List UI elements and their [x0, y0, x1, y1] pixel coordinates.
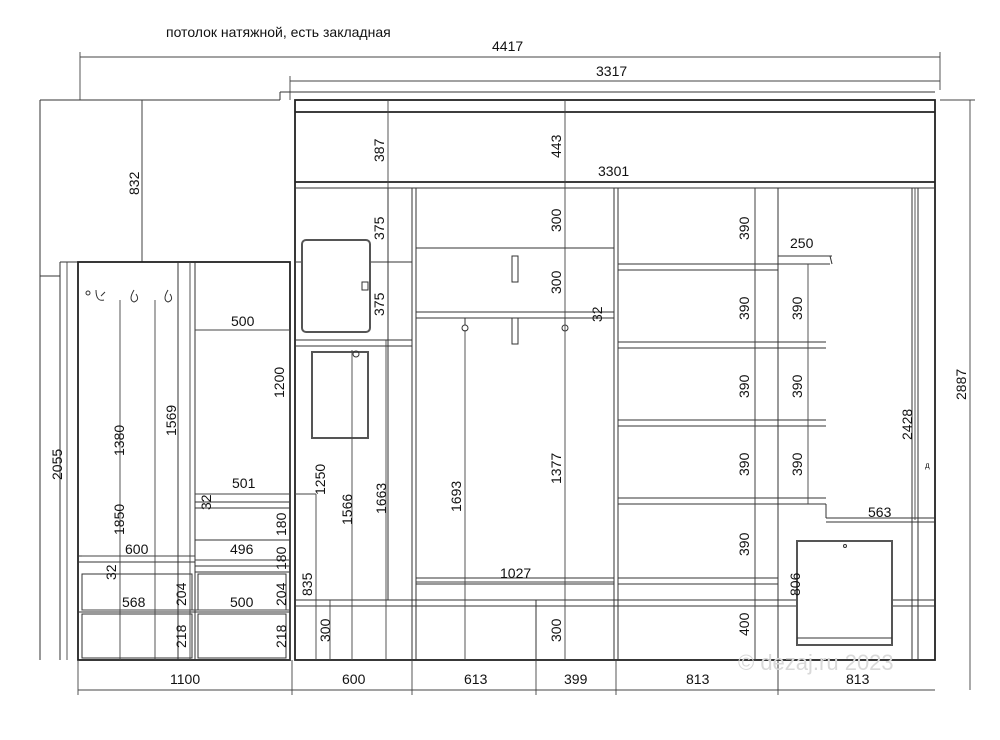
- dim-204b: 204: [273, 582, 289, 606]
- dim-1027: 1027: [500, 565, 531, 581]
- dim-400: 400: [736, 612, 752, 636]
- dim-1850: 1850: [111, 504, 127, 535]
- dim-375a: 375: [371, 216, 387, 240]
- mezz-dim-lines: [387, 100, 566, 660]
- dim-563: 563: [868, 504, 892, 520]
- dim-1663: 1663: [373, 483, 389, 514]
- dim-375b: 375: [371, 292, 387, 316]
- dim-2428: 2428: [899, 409, 915, 440]
- dim-218b: 218: [273, 624, 289, 648]
- dim-501: 501: [232, 475, 256, 491]
- dim-bottom-813a: 813: [686, 671, 710, 687]
- dim-300c: 300: [317, 618, 333, 642]
- dim-300d: 300: [548, 618, 564, 642]
- cabinet-box: [311, 351, 369, 439]
- coat-hook-icon: [85, 289, 173, 303]
- socket-mark: д: [925, 461, 930, 470]
- dim-390-2: 390: [736, 296, 752, 320]
- dim-390-4: 390: [736, 452, 752, 476]
- dim-total-width: 4417: [492, 38, 523, 54]
- dim-bottom-1100: 1100: [170, 671, 200, 687]
- bottom-dimension-lines: [77, 660, 935, 695]
- knob-icon: [352, 350, 360, 358]
- dim-568: 568: [122, 594, 146, 610]
- dim-806: 806: [787, 572, 803, 596]
- dim-387: 387: [371, 138, 387, 162]
- hanger-hook-icon: [461, 318, 569, 332]
- dim-1693: 1693: [448, 481, 464, 512]
- corner-shelves: [778, 255, 935, 523]
- dim-1569: 1569: [163, 405, 179, 436]
- dim-left-height: 2055: [49, 449, 65, 480]
- dim-1200: 1200: [271, 367, 287, 398]
- dim-180b: 180: [273, 546, 289, 570]
- dim-bottom-813b: 813: [846, 671, 870, 687]
- dim-upper-width: 3317: [596, 63, 627, 79]
- dim-390-r1: 390: [789, 296, 805, 320]
- dim-390-1: 390: [736, 216, 752, 240]
- dim-1250: 1250: [312, 464, 328, 495]
- dim-204a: 204: [173, 582, 189, 606]
- dim-250: 250: [790, 235, 814, 251]
- middle-section: [416, 247, 614, 585]
- small-label-icon: [361, 281, 369, 291]
- indicator-icon: [843, 544, 847, 548]
- dim-1380: 1380: [111, 425, 127, 456]
- dim-inner-width: 3301: [598, 163, 629, 179]
- wardrobe-frame: [294, 99, 936, 690]
- dim-right-height: 2887: [953, 369, 969, 400]
- dim-835: 835: [299, 572, 315, 596]
- dim-bottom-613: 613: [464, 671, 488, 687]
- dim-1377: 1377: [548, 453, 564, 484]
- dim-300a: 300: [548, 208, 564, 232]
- appliance-box: [796, 540, 893, 646]
- dim-32c: 32: [103, 564, 119, 580]
- dim-32a: 32: [589, 306, 605, 322]
- dim-496: 496: [230, 541, 254, 557]
- left-col-dim-lines: [295, 330, 614, 660]
- dim-600a: 600: [125, 541, 149, 557]
- dim-443: 443: [548, 134, 564, 158]
- left-height-dim: [66, 100, 143, 660]
- watermark-text: © dezaj.ru 2023: [738, 650, 894, 675]
- dim-180a: 180: [273, 512, 289, 536]
- dim-390-3: 390: [736, 374, 752, 398]
- shelf-column-left: [618, 263, 778, 585]
- dim-bottom-399: 399: [564, 671, 588, 687]
- dim-1566: 1566: [339, 494, 355, 525]
- dim-bottom-600: 600: [342, 671, 366, 687]
- dim-300b: 300: [548, 270, 564, 294]
- hallway-dim-lines: [82, 262, 291, 660]
- dim-218a: 218: [173, 624, 189, 648]
- dim-390-r2: 390: [789, 374, 805, 398]
- dim-left-upper: 832: [126, 171, 142, 195]
- top-dimension-lines: [79, 52, 941, 189]
- right-dim-lines: [914, 99, 975, 690]
- dim-390-r3: 390: [789, 452, 805, 476]
- shelf-dim-line: [754, 188, 809, 660]
- microwave-box: [301, 239, 371, 333]
- dim-500a: 500: [231, 313, 255, 329]
- dim-390-5: 390: [736, 532, 752, 556]
- dim-32b: 32: [198, 494, 214, 510]
- dim-500b: 500: [230, 594, 254, 610]
- ceiling-note: потолок натяжной, есть закладная: [166, 24, 391, 40]
